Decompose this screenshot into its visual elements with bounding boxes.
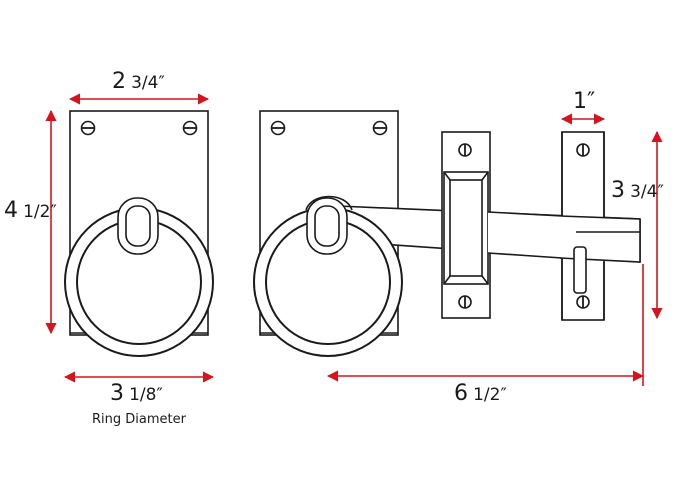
- latch-assembly: [253, 110, 641, 357]
- dimension-lines: [45, 93, 663, 386]
- screw-icon: [458, 143, 472, 157]
- ring-diameter-caption: Ring Diameter: [92, 412, 187, 427]
- screw-icon: [372, 120, 388, 136]
- dim-keeper-width-label: 1″: [573, 89, 595, 114]
- dim-overall-length-label: 6 1/2″: [454, 381, 507, 406]
- screw-icon: [458, 295, 472, 309]
- screw-icon: [270, 120, 286, 136]
- dim-plate-height-label: 4 1/2″: [4, 198, 57, 223]
- screw-icon: [576, 143, 590, 157]
- dim-keeper-height-label: 3 3/4″: [611, 178, 664, 203]
- dim-plate-width-label: 2 3/4″: [112, 69, 165, 94]
- screw-icon: [182, 120, 198, 136]
- dim-ring-diameter-label: 3 1/8″: [110, 381, 163, 406]
- front-view-ring-pull: [64, 110, 214, 357]
- screw-icon: [576, 295, 590, 309]
- screw-icon: [80, 120, 96, 136]
